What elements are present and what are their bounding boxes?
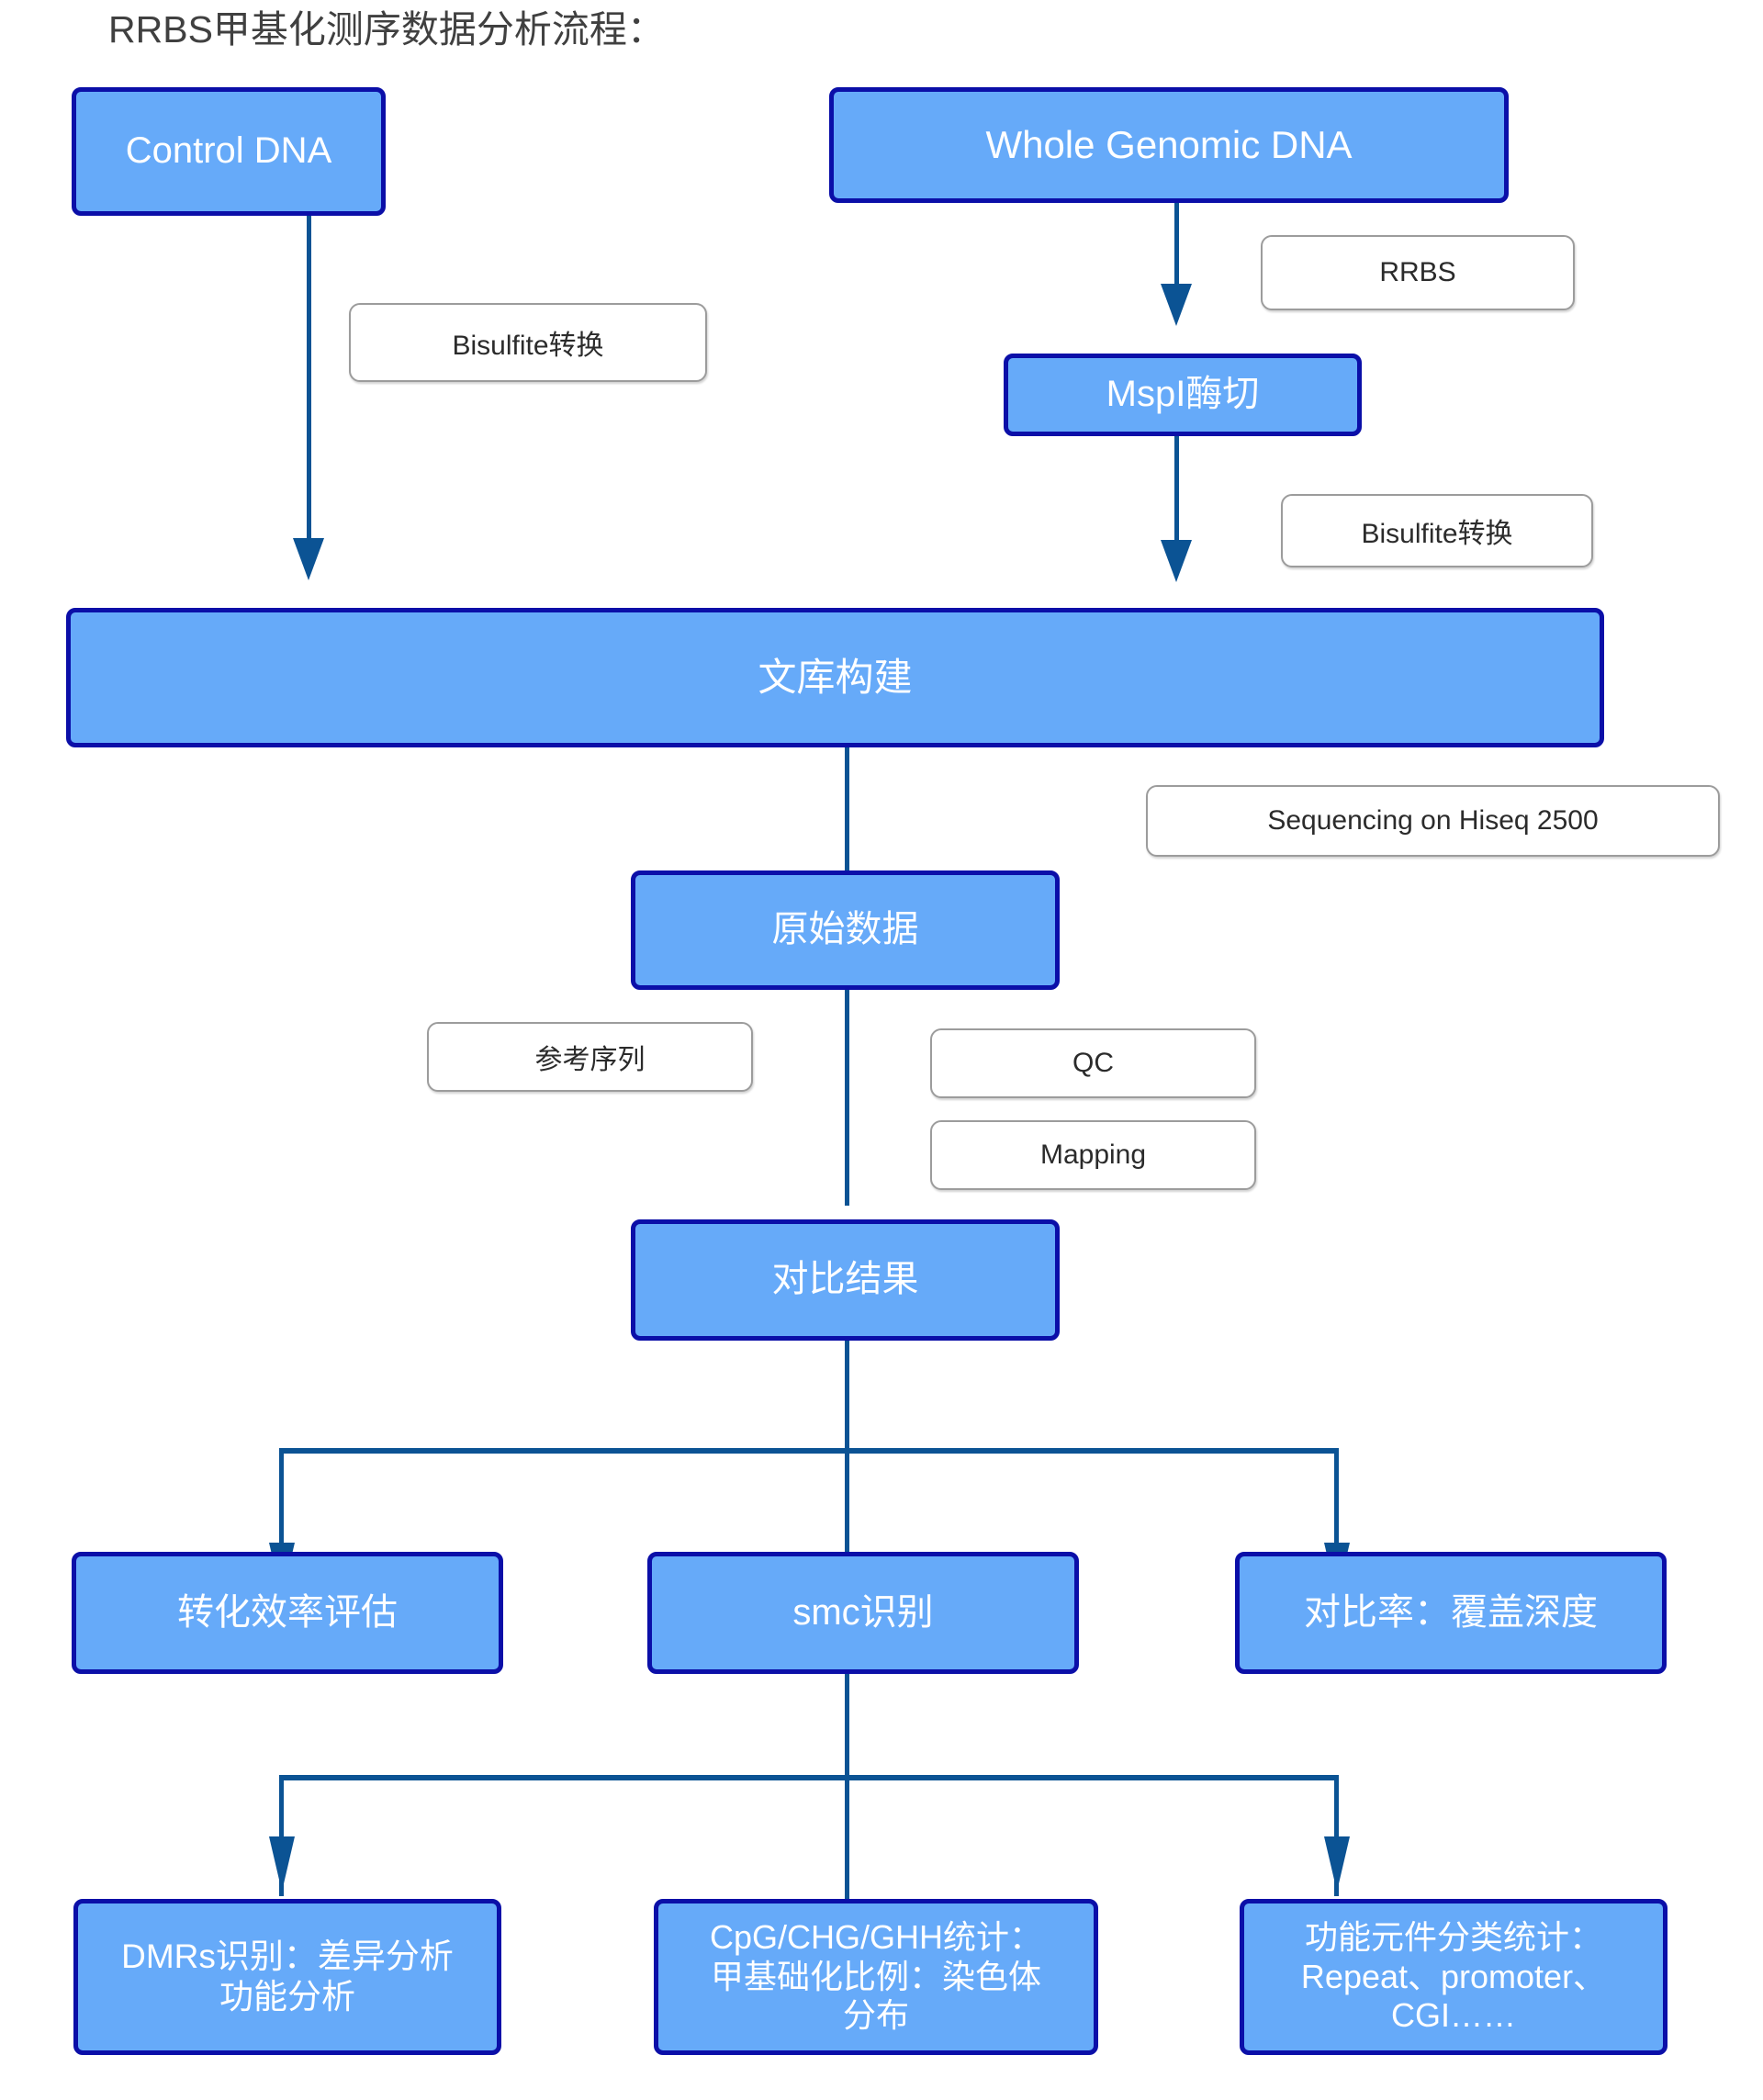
connector-mspi-to-library — [1174, 436, 1179, 551]
note-qc[interactable]: QC — [930, 1028, 1256, 1098]
node-control-dna[interactable]: Control DNA — [72, 87, 386, 216]
node-mapping-rate-depth[interactable]: 对比率：覆盖深度 — [1235, 1552, 1667, 1674]
node-whole-genomic-dna[interactable]: Whole Genomic DNA — [829, 87, 1509, 203]
arrowhead-mspi-to-library — [1161, 540, 1192, 582]
connector-rawdata-to-alignment — [845, 990, 849, 1206]
node-raw-data[interactable]: 原始数据 — [631, 870, 1060, 990]
connector-alignment-right-drop — [1334, 1448, 1339, 1572]
note-reference-sequence[interactable]: 参考序列 — [427, 1022, 753, 1092]
note-bisulfite-right[interactable]: Bisulfite转换 — [1281, 494, 1593, 567]
note-bisulfite-left-label: Bisulfite转换 — [452, 331, 604, 361]
node-raw-data-label: 原始数据 — [771, 909, 919, 950]
connector-smc-left-drop — [279, 1775, 284, 1896]
node-smc-identification-label: smc识别 — [792, 1591, 934, 1633]
arrowhead-wgdna-to-mspi — [1161, 284, 1192, 326]
node-cpg-stats-label-line1: CpG/CHG/GHH统计： — [709, 1918, 1043, 1957]
connector-wgdna-to-mspi — [1174, 203, 1179, 295]
connector-smc-stem — [845, 1674, 849, 1899]
node-cpg-stats-label-line3: 分布 — [842, 1996, 909, 2035]
note-sequencing-label: Sequencing on Hiseq 2500 — [1267, 805, 1599, 836]
node-dmrs-label-line1: DMRs识别：差异分析 — [121, 1937, 454, 1976]
connector-alignment-stem — [845, 1341, 849, 1552]
node-mapping-rate-depth-label: 对比率：覆盖深度 — [1304, 1591, 1598, 1633]
node-functional-elements-label-line3: CGI…… — [1390, 1996, 1516, 2035]
note-mapping-label: Mapping — [1039, 1140, 1147, 1170]
node-library-construction[interactable]: 文库构建 — [66, 608, 1604, 747]
note-sequencing[interactable]: Sequencing on Hiseq 2500 — [1146, 785, 1720, 857]
note-qc-label: QC — [1072, 1048, 1114, 1078]
node-alignment-result[interactable]: 对比结果 — [631, 1219, 1060, 1341]
node-dmrs-label-line2: 功能分析 — [219, 1978, 355, 2016]
node-functional-elements-label-line2: Repeat、promoter、 — [1300, 1957, 1607, 1995]
node-conversion-efficiency-label: 转化效率评估 — [177, 1591, 398, 1633]
connector-alignment-bus — [279, 1448, 1339, 1454]
node-dmrs[interactable]: DMRs识别：差异分析 功能分析 — [73, 1899, 501, 2055]
connector-smc-right-drop — [1334, 1775, 1339, 1896]
note-rrbs[interactable]: RRBS — [1261, 235, 1575, 310]
connector-alignment-left-drop — [279, 1448, 284, 1572]
node-conversion-efficiency[interactable]: 转化效率评估 — [72, 1552, 503, 1674]
page-title: RRBS甲基化测序数据分析流程： — [108, 8, 665, 51]
node-whole-genomic-dna-label: Whole Genomic DNA — [985, 123, 1353, 167]
node-functional-elements[interactable]: 功能元件分类统计： Repeat、promoter、 CGI…… — [1240, 1899, 1668, 2055]
node-alignment-result-label: 对比结果 — [771, 1259, 919, 1300]
connector-control-to-library — [307, 216, 311, 549]
note-bisulfite-left[interactable]: Bisulfite转换 — [349, 303, 707, 382]
arrowhead-control-to-library — [293, 538, 324, 580]
arrowhead-smc-to-dmrs — [269, 1836, 295, 1892]
note-bisulfite-right-label: Bisulfite转换 — [1361, 519, 1513, 549]
node-cpg-stats[interactable]: CpG/CHG/GHH统计： 甲基础化比例：染色体 分布 — [654, 1899, 1098, 2055]
node-smc-identification[interactable]: smc识别 — [647, 1552, 1079, 1674]
note-reference-sequence-label: 参考序列 — [534, 1045, 646, 1075]
node-functional-elements-label-line1: 功能元件分类统计： — [1304, 1918, 1602, 1957]
connector-smc-bus — [279, 1775, 1339, 1780]
node-control-dna-label: Control DNA — [125, 130, 332, 172]
node-cpg-stats-label-line2: 甲基础化比例：染色体 — [710, 1957, 1041, 1995]
note-rrbs-label: RRBS — [1379, 257, 1456, 287]
arrowhead-smc-to-functional — [1324, 1836, 1350, 1892]
node-mspi-digest[interactable]: MspI酶切 — [1004, 354, 1362, 436]
node-library-construction-label: 文库构建 — [758, 656, 913, 700]
note-mapping[interactable]: Mapping — [930, 1120, 1256, 1190]
connector-library-to-rawdata — [845, 747, 849, 874]
node-mspi-digest-label: MspI酶切 — [1106, 374, 1260, 415]
